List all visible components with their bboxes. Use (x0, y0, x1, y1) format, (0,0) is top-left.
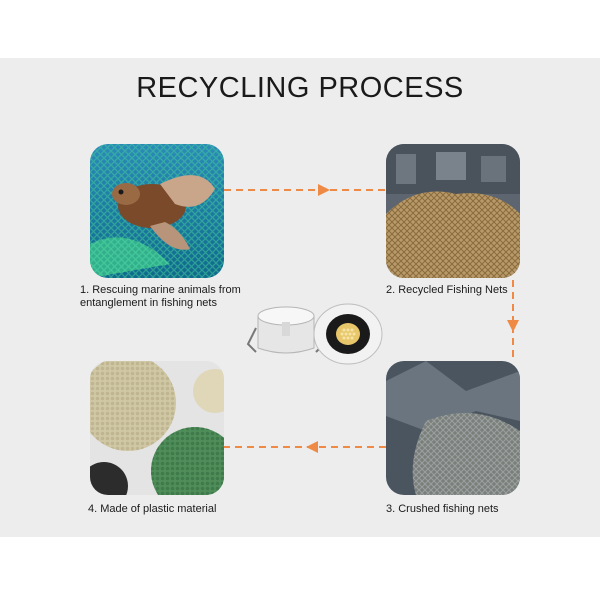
step-1-image (90, 144, 224, 278)
sea-turtle-icon (90, 144, 224, 278)
fishing-net-pile-icon (386, 144, 520, 278)
step-4-caption: 4. Made of plastic material (88, 503, 217, 515)
step-2-image (386, 144, 520, 278)
plastic-pellets-icon (90, 361, 224, 495)
crushed-net-icon (386, 361, 520, 495)
page-title: RECYCLING PROCESS (136, 72, 464, 104)
step-2-caption: 2. Recycled Fishing Nets (386, 284, 508, 296)
step-4-image (90, 361, 224, 495)
step-3-caption: 3. Crushed fishing nets (386, 503, 499, 515)
step-3-image (386, 361, 520, 495)
downlight-product-icon (246, 303, 383, 365)
step-1-caption: 1. Rescuing marine animals from entangle… (80, 284, 241, 309)
